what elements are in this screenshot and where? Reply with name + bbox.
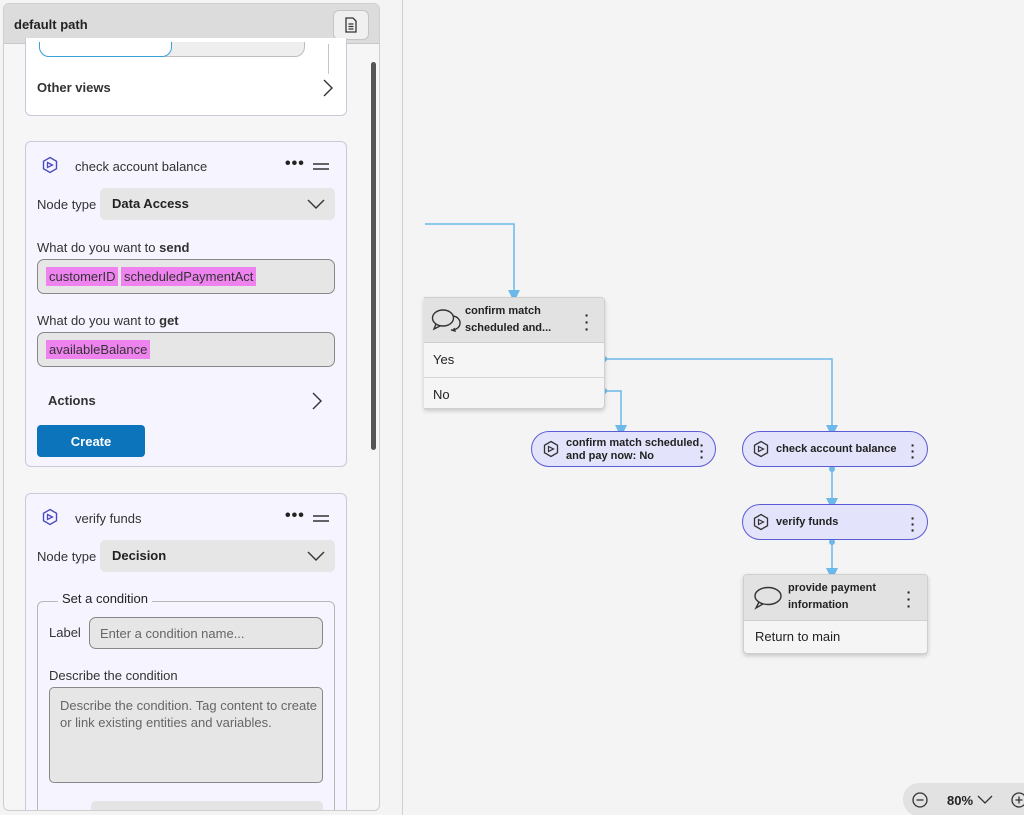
drag-handle-icon[interactable] — [313, 514, 329, 524]
decision-icon — [42, 508, 58, 526]
node-header: provide payment information ··· — [744, 575, 927, 621]
node-verify-funds[interactable]: verify funds ··· — [742, 504, 928, 540]
more-horizontal-icon[interactable]: ••• — [285, 507, 305, 524]
option-row-return[interactable]: Return to main — [744, 621, 927, 653]
canvas-divider — [402, 0, 403, 815]
describe-label: Describe the condition — [49, 668, 178, 683]
node-card-verify-funds: verify funds ••• Node type Decision Set … — [25, 493, 347, 810]
zoom-out-icon[interactable] — [912, 792, 928, 808]
option-row-yes[interactable]: Yes — [424, 343, 604, 377]
card-title: check account balance — [75, 159, 208, 174]
node-title: provide payment information — [788, 580, 876, 614]
send-field[interactable]: customerID scheduledPaymentAct — [37, 259, 335, 294]
condition-name-placeholder: Enter a condition name... — [100, 626, 245, 641]
other-views-label[interactable]: Other views — [37, 80, 111, 95]
conversation-icon — [431, 309, 461, 332]
get-label-bold: get — [159, 313, 179, 328]
get-label: What do you want to get — [37, 313, 179, 328]
condition-legend: Set a condition — [58, 591, 153, 606]
connector-no — [604, 390, 627, 437]
panel-scrollbar[interactable] — [371, 62, 376, 450]
document-icon — [345, 17, 357, 33]
pill-title: check account balance — [776, 443, 897, 455]
kebab-menu-icon[interactable]: ··· — [910, 437, 916, 465]
node-title: confirm match scheduled and... — [465, 303, 551, 337]
data-access-icon — [543, 440, 559, 458]
kebab-menu-icon[interactable]: ··· — [584, 307, 590, 337]
node-type-label: Node type — [37, 197, 97, 212]
pill-title-line2: and pay now: No — [566, 450, 654, 462]
node-card-check-account-balance: check account balance ••• Node type Data… — [25, 141, 347, 467]
drag-handle-icon[interactable] — [313, 162, 329, 172]
data-access-icon — [42, 156, 58, 174]
node-confirm-match[interactable]: confirm match scheduled and... ··· Yes N… — [424, 297, 605, 409]
partial-control[interactable] — [91, 801, 323, 810]
node-title-line2: scheduled and... — [465, 322, 552, 334]
get-field[interactable]: availableBalance — [37, 332, 335, 367]
connector-into-confirm — [425, 223, 520, 302]
node-title-line1: provide payment — [788, 582, 877, 594]
more-horizontal-icon[interactable]: ••• — [285, 155, 305, 172]
zoom-level[interactable]: 80% — [947, 793, 974, 808]
get-label-prefix: What do you want to — [37, 313, 160, 328]
condition-label-text: Label — [49, 625, 81, 640]
views-divider — [328, 44, 329, 74]
option-yes-label: Yes — [433, 352, 455, 367]
connector-yes — [604, 358, 838, 437]
option-row-no[interactable]: No — [424, 377, 604, 408]
zoom-in-icon[interactable] — [1011, 792, 1024, 808]
node-confirm-match-no[interactable]: confirm match scheduled and pay now: No … — [531, 431, 716, 467]
condition-name-input[interactable]: Enter a condition name... — [89, 617, 323, 649]
panel-header: default path — [4, 4, 379, 44]
chevron-down-icon — [307, 551, 325, 561]
card-title: verify funds — [75, 511, 142, 526]
send-label-prefix: What do you want to — [37, 240, 160, 255]
create-button[interactable]: Create — [37, 425, 145, 457]
node-type-value: Data Access — [112, 196, 189, 211]
decision-icon — [753, 513, 769, 531]
node-editor-panel: default path Other views check account b — [3, 3, 380, 811]
port-balance[interactable] — [829, 466, 835, 472]
node-provide-payment-information[interactable]: provide payment information ··· Return t… — [743, 574, 928, 654]
node-type-select[interactable]: Decision — [100, 540, 335, 572]
pill-title-line1: confirm match scheduled — [566, 437, 700, 449]
node-type-select[interactable]: Data Access — [100, 188, 335, 220]
document-button[interactable] — [333, 10, 369, 40]
segmented-control-active[interactable] — [39, 42, 172, 57]
node-title-line1: confirm match — [465, 305, 541, 317]
pill-title: verify funds — [776, 516, 839, 528]
condition-fieldset — [37, 601, 335, 810]
send-label: What do you want to send — [37, 240, 189, 255]
chevron-right-icon[interactable] — [322, 78, 334, 98]
send-label-bold: send — [159, 240, 190, 255]
zoom-control: 80% — [903, 783, 1024, 815]
actions-label[interactable]: Actions — [48, 393, 96, 408]
tag-scheduled-payment-act[interactable]: scheduledPaymentAct — [121, 267, 257, 286]
data-access-icon — [753, 440, 769, 458]
chevron-down-icon — [307, 199, 325, 209]
pill-title: confirm match scheduled and pay now: No — [566, 437, 699, 463]
describe-condition-placeholder: Describe the condition. Tag content to c… — [60, 698, 318, 730]
option-no-label: No — [433, 387, 450, 402]
chevron-right-icon[interactable] — [311, 391, 323, 411]
panel-title: default path — [14, 17, 88, 32]
kebab-menu-icon[interactable]: ··· — [906, 584, 912, 614]
describe-condition-textarea[interactable]: Describe the condition. Tag content to c… — [49, 687, 323, 783]
option-return-label: Return to main — [755, 629, 841, 644]
node-header: confirm match scheduled and... ··· — [424, 298, 604, 343]
node-type-value: Decision — [112, 548, 167, 563]
port-verify[interactable] — [829, 539, 835, 545]
node-type-label: Node type — [37, 549, 97, 564]
tag-available-balance[interactable]: availableBalance — [46, 340, 151, 359]
kebab-menu-icon[interactable]: ··· — [910, 510, 916, 538]
tag-customer-id[interactable]: customerID — [46, 267, 119, 286]
message-icon — [754, 586, 782, 610]
chevron-down-icon[interactable] — [977, 795, 993, 805]
node-check-account-balance[interactable]: check account balance ··· — [742, 431, 928, 467]
node-title-line2: information — [788, 599, 849, 611]
kebab-menu-icon[interactable]: ··· — [699, 437, 705, 465]
